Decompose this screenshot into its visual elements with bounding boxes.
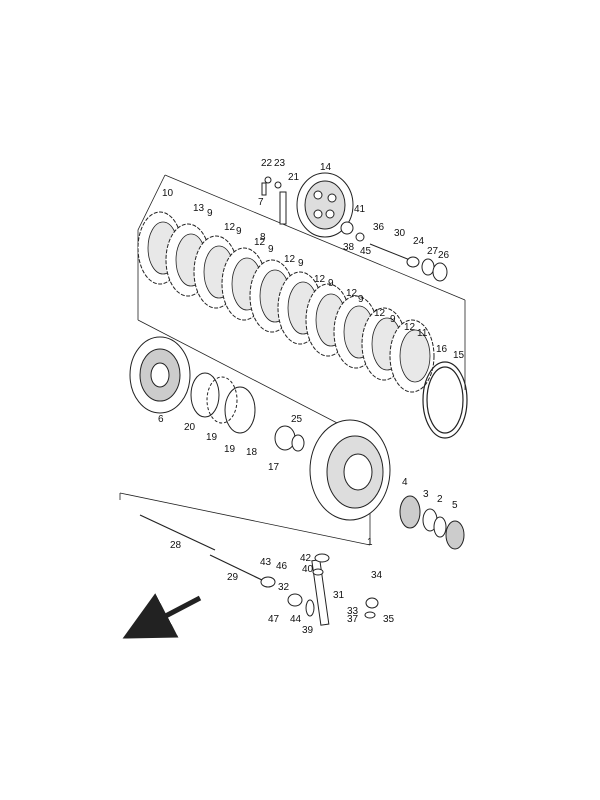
part-label-25: 25 bbox=[291, 414, 303, 425]
part-label-30: 30 bbox=[394, 228, 406, 239]
part-label-3: 3 bbox=[423, 489, 429, 500]
part-label-41: 41 bbox=[354, 204, 366, 215]
part-label-15: 15 bbox=[453, 350, 465, 361]
part-label-10: 10 bbox=[162, 188, 174, 199]
part-label-27: 27 bbox=[427, 246, 439, 257]
part-label-21: 21 bbox=[288, 172, 300, 183]
part-label-32: 32 bbox=[278, 582, 290, 593]
assembly-frame-upper bbox=[137, 174, 466, 390]
part-label-39: 39 bbox=[302, 625, 314, 636]
front-direction-arrow bbox=[122, 593, 202, 639]
part-label-5: 5 bbox=[452, 500, 458, 511]
part-label-16: 16 bbox=[436, 344, 448, 355]
spring-washers bbox=[190, 372, 256, 434]
part-label-12g: 12 bbox=[404, 322, 416, 333]
part-label-9d: 9 bbox=[298, 258, 304, 269]
part-label-37: 37 bbox=[347, 614, 359, 625]
part-label-18: 18 bbox=[246, 447, 258, 458]
part-label-6: 6 bbox=[158, 414, 164, 425]
bearing-and-spacers bbox=[399, 495, 465, 550]
part-label-8: 8 bbox=[260, 232, 266, 243]
release-shaft bbox=[260, 553, 379, 626]
part-label-19b: 19 bbox=[224, 444, 236, 455]
part-label-12b: 12 bbox=[254, 237, 266, 248]
pressure-plate bbox=[296, 172, 354, 238]
part-label-40: 40 bbox=[302, 564, 314, 575]
part-label-43: 43 bbox=[260, 557, 272, 568]
part-label-20: 20 bbox=[184, 422, 196, 433]
part-label-7: 7 bbox=[258, 197, 264, 208]
part-label-38: 38 bbox=[343, 242, 355, 253]
part-label-13: 13 bbox=[193, 203, 205, 214]
part-label-1: 1 bbox=[367, 537, 373, 548]
part-label-9b: 9 bbox=[236, 226, 242, 237]
part-label-9a: 9 bbox=[207, 208, 213, 219]
part-label-14: 14 bbox=[320, 162, 332, 173]
part-label-11: 11 bbox=[417, 328, 428, 339]
push-rods bbox=[139, 514, 263, 581]
part-label-44: 44 bbox=[290, 614, 302, 625]
part-label-24: 24 bbox=[413, 236, 425, 247]
part-label-29: 29 bbox=[227, 572, 239, 583]
part-label-28: 28 bbox=[170, 540, 182, 551]
part-label-47: 47 bbox=[268, 614, 280, 625]
part-label-45: 45 bbox=[360, 246, 372, 257]
part-label-42: 42 bbox=[300, 553, 312, 564]
clutch-plate-stack bbox=[137, 211, 435, 393]
part-label-2: 2 bbox=[437, 494, 443, 505]
part-number-labels: 1234567899999991011121212121212121314151… bbox=[158, 158, 465, 636]
part-label-31: 31 bbox=[333, 590, 345, 601]
part-label-9c: 9 bbox=[268, 244, 274, 255]
part-label-23: 23 bbox=[274, 158, 286, 169]
part-label-4: 4 bbox=[402, 477, 408, 488]
part-label-12e: 12 bbox=[346, 288, 358, 299]
part-label-17: 17 bbox=[268, 462, 280, 473]
small-hardware bbox=[261, 176, 448, 452]
part-label-9e: 9 bbox=[328, 278, 334, 289]
clutch-housing bbox=[309, 419, 391, 521]
part-label-12c: 12 bbox=[284, 254, 296, 265]
part-label-12d: 12 bbox=[314, 274, 326, 285]
part-label-19a: 19 bbox=[206, 432, 218, 443]
part-label-22: 22 bbox=[261, 158, 273, 169]
part-label-12a: 12 bbox=[224, 222, 236, 233]
part-label-9f: 9 bbox=[358, 294, 364, 305]
part-label-46: 46 bbox=[276, 561, 288, 572]
part-label-12f: 12 bbox=[374, 308, 386, 319]
part-label-33: 33 bbox=[347, 606, 359, 617]
large-ring-15 bbox=[422, 361, 468, 439]
part-label-26: 26 bbox=[438, 250, 450, 261]
clutch-plate bbox=[389, 319, 435, 393]
part-label-36: 36 bbox=[373, 222, 385, 233]
part-label-9g: 9 bbox=[390, 314, 396, 325]
part-label-34: 34 bbox=[371, 570, 383, 581]
clutch-hub bbox=[129, 336, 191, 414]
part-label-35: 35 bbox=[383, 614, 395, 625]
